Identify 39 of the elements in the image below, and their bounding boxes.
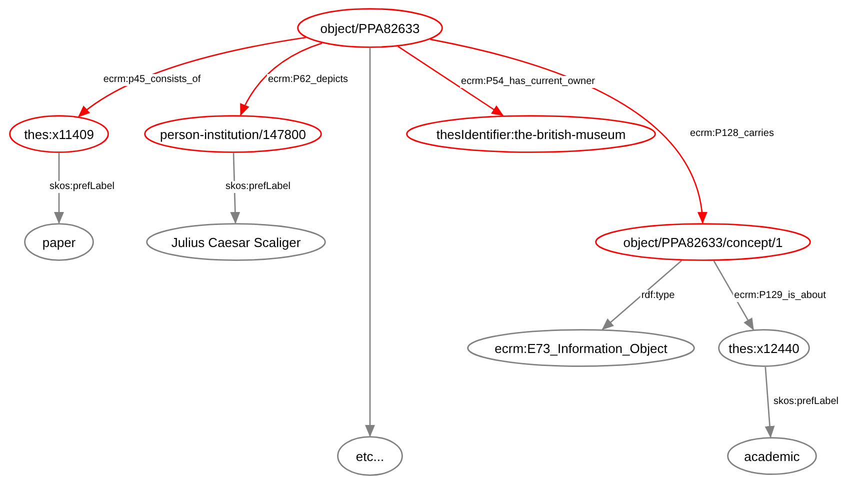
edge-label: ecrm:P54_has_current_owner [460,76,596,88]
node-label: thes:x11409 [24,126,94,142]
ellipse-node [9,115,109,153]
ellipse-node [727,437,817,475]
arrow [430,38,706,224]
node-label: person-institution/147800 [160,126,306,142]
node-label: ecrm:E73_Information_Object [494,340,668,356]
edge-label: rdf:type [640,290,676,302]
node-label: academic [744,448,800,464]
ellipse-node [595,223,811,261]
arrow [240,42,322,116]
ellipse-node [718,329,810,367]
edge-label: skos:prefLabel [48,181,116,193]
node-label: object/PPA82633 [320,20,420,36]
arrow [78,36,306,118]
edge-label: ecrm:P129_is_about [733,290,827,302]
edge-label: ecrm:p45_consists_of [102,74,202,86]
edge-label: skos:prefLabel [772,396,840,408]
ellipse-node [337,436,403,476]
node-label: etc... [356,448,384,464]
ellipse-node [24,223,94,261]
edge-label: skos:prefLabel [224,181,292,193]
node-label: thesIdentifier:the-british-museum [436,126,626,142]
ellipse-node [146,223,326,261]
node-label: object/PPA82633/concept/1 [623,234,783,250]
node-label: paper [42,234,76,250]
node-label: Julius Caesar Scaliger [171,234,301,250]
node-label: thes:x12440 [728,340,800,356]
edge-label: ecrm:P128_carries [689,128,775,140]
arrow [602,260,682,330]
arrow [713,260,754,330]
arrow [365,48,375,437]
arrow [764,366,775,438]
ellipse-node [406,115,656,153]
ellipse-node [467,329,695,367]
arrow [398,46,504,116]
ellipse-node [144,115,322,153]
edge-label: ecrm:P62_depicts [266,74,350,86]
ellipse-node [297,8,443,48]
